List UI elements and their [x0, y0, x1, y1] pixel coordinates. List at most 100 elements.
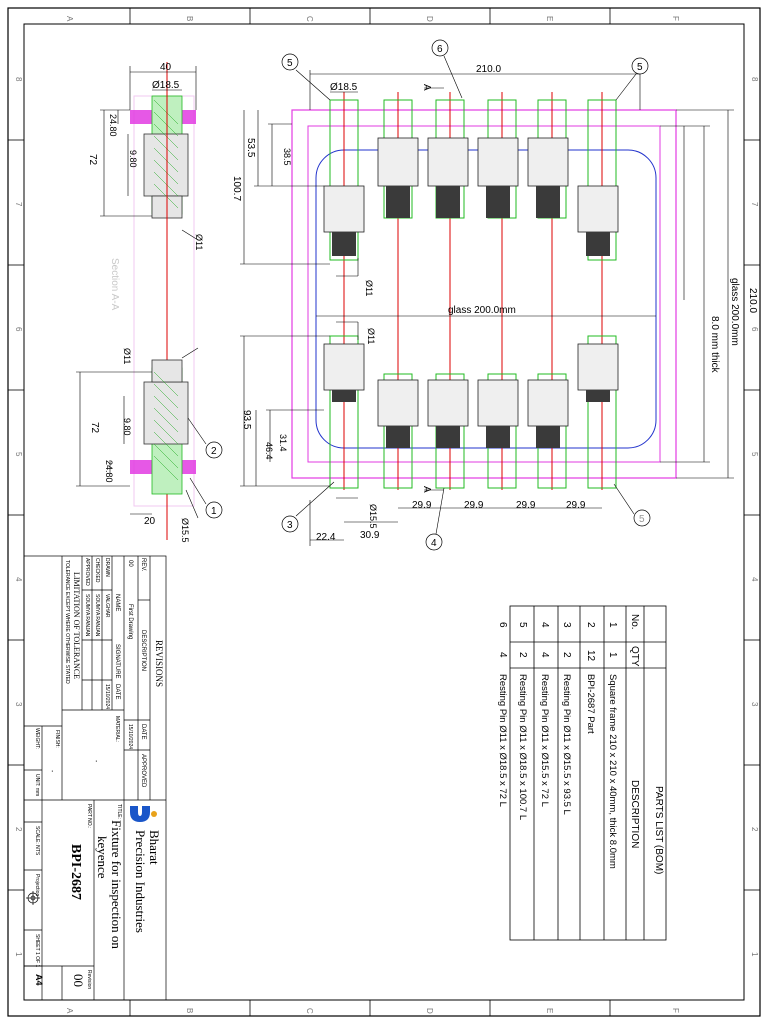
tb-signature: SIGNATURE [114, 644, 120, 679]
tb-part-lbl: PART NO.: [86, 804, 92, 828]
bom-table: PARTS LIST (BOM) No. QTY DESCRIPTION 1 1… [497, 605, 667, 941]
tb-company2: Precision Industries [133, 830, 148, 933]
zone-4-right: 4 [750, 577, 759, 582]
zone-7-left: 7 [14, 202, 23, 207]
zone-e-bot: E [545, 1008, 554, 1013]
bom-row-6-no: 6 [497, 622, 508, 628]
balloon-3: 3 [287, 520, 293, 531]
dim-plan-d11a: Ø11 [364, 280, 374, 296]
tb-sheet: SHEET 1 OF 1 [34, 934, 40, 967]
tb-date2: DATE [114, 684, 120, 700]
section-label: Section A-A [109, 258, 120, 311]
dim-pitch-4: 29.9 [566, 500, 586, 511]
dim-overall-height: 210.0 [747, 288, 758, 313]
tb-revision-val: 00 [71, 974, 86, 987]
bom-title: PARTS LIST (BOM) [653, 786, 664, 874]
tb-title1: Fixture for inspection on [109, 820, 124, 949]
tb-rev: REV. [140, 558, 146, 572]
dim-pitch-1: 29.9 [412, 500, 432, 511]
dim-935: 93.5 [241, 410, 252, 430]
parts-row-top [323, 137, 619, 233]
zone-b-top: B [185, 16, 194, 21]
zone-f-top: F [671, 16, 680, 21]
zone-5-left: 5 [14, 452, 23, 457]
zone-5-right: 5 [750, 452, 759, 457]
dim-d155-bot: Ø15.5 [180, 518, 190, 543]
dim-pitch-3: 29.9 [516, 500, 536, 511]
zone-4-left: 4 [14, 577, 23, 582]
tb-finish: FINISH: [54, 730, 60, 748]
tb-description: DESCRIPTION [140, 630, 146, 671]
dim-535: 53.5 [245, 138, 256, 158]
bom-row-3-desc: Resting Pin Ø11 x Ø15.5 x 93.5 L [561, 674, 572, 815]
balloon-6: 6 [437, 44, 443, 55]
bom-header-qty: QTY [629, 646, 640, 667]
bom-row-2-no: 2 [585, 622, 596, 628]
bom-row-5-qty: 2 [517, 652, 528, 658]
zone-ticks [8, 8, 760, 1016]
dim-2480-bot: 24.80 [104, 460, 114, 483]
balloon-5-br: 5 [639, 514, 645, 525]
bom-row-5-desc: Resting Pin Ø11 x Ø18.5 x 100.7 L [517, 674, 528, 820]
zone-2-left: 2 [14, 827, 23, 832]
dim-314: 31.4 [278, 434, 288, 452]
bom-row-3-qty: 2 [561, 652, 572, 658]
dim-385: 38.5 [282, 148, 292, 166]
dim-glass-width: glass 200.0mm [448, 305, 516, 316]
bom-row-6-desc: Resting Pin Ø11 x Ø18.5 x 72 L [497, 674, 508, 807]
zone-c-bot: C [305, 1008, 314, 1014]
dim-plan-d155: Ø15.5 [368, 504, 378, 529]
tb-approved2: APPROVED [84, 558, 90, 586]
tb-scale: SCALE: NTS [34, 826, 40, 856]
tb-company1: Bharat [147, 830, 162, 865]
tb-rev-date: 15/10/2024 [127, 724, 133, 749]
drawing-frame [7, 7, 761, 1017]
zone-a-bot: A [65, 1008, 74, 1014]
balloon-4: 4 [431, 538, 437, 549]
zone-6-right: 6 [750, 327, 759, 332]
tb-approved: APPROVED [140, 754, 146, 788]
tb-drawn-date: 15/10/2024 [104, 684, 110, 709]
bom-row-4-desc: Resting Pin Ø11 x Ø15.5 x 72 L [539, 674, 550, 807]
dim-980-top: 9.80 [128, 150, 138, 168]
dim-2480-top: 24.80 [108, 114, 118, 137]
tb-checked-name: SOUMYA RANJAN [94, 594, 100, 637]
tb-title2: keyence [95, 836, 110, 879]
tb-tolerance: TOLERANCE EXCEPT WHERE OTHERWISE STATED [64, 560, 70, 684]
dim-glass-height: glass 200.0mm [729, 278, 740, 346]
dim-overall-width: 210.0 [476, 64, 501, 75]
company-logo-icon [130, 806, 157, 822]
zone-7-right: 7 [750, 202, 759, 207]
bom-row-6-qty: 4 [497, 652, 508, 658]
zone-1-right: 1 [750, 952, 759, 957]
tb-drawn-name: VALGHAR [104, 594, 110, 618]
dim-d185-top: Ø18.5 [152, 80, 180, 91]
parts-row-bottom [323, 343, 619, 427]
tb-rev-desc: First Drawing [127, 604, 133, 639]
bom-row-4-no: 4 [539, 622, 550, 628]
tb-name: NAME [114, 594, 120, 611]
tb-rev-no: 00 [127, 560, 133, 567]
dim-309: 30.9 [360, 530, 380, 541]
balloon-1: 1 [211, 506, 217, 517]
dim-pitch-2: 29.9 [464, 500, 484, 511]
section-a-top: A [421, 84, 432, 91]
zone-e-top: E [545, 16, 554, 21]
projection-symbol-icon [26, 891, 40, 905]
tb-material: MATERIAL: [114, 716, 120, 742]
balloon-2: 2 [211, 446, 217, 457]
bom-row-2-qty: 12 [585, 650, 596, 662]
bom-row-1-qty: 1 [607, 652, 618, 658]
bom-header-desc: DESCRIPTION [629, 780, 640, 848]
bom-row-1-no: 1 [607, 622, 618, 628]
section-view: 40 Ø18.5 24.80 72 9.80 Ø11 Section A-A Ø… [76, 62, 223, 543]
dim-plan-d11b: Ø11 [366, 328, 376, 344]
tb-date: DATE [140, 724, 146, 740]
zone-3-right: 3 [750, 702, 759, 707]
bom-header-no: No. [629, 614, 640, 630]
tb-unit: UNIT: mm [34, 774, 40, 796]
zone-b-bot: B [185, 1008, 194, 1013]
bom-row-1-desc: Square frame 210 x 210 x 40mm, thick 8.0… [607, 674, 618, 869]
bom-row-5-no: 5 [517, 622, 528, 628]
dim-980-bot: 9.80 [122, 418, 132, 436]
